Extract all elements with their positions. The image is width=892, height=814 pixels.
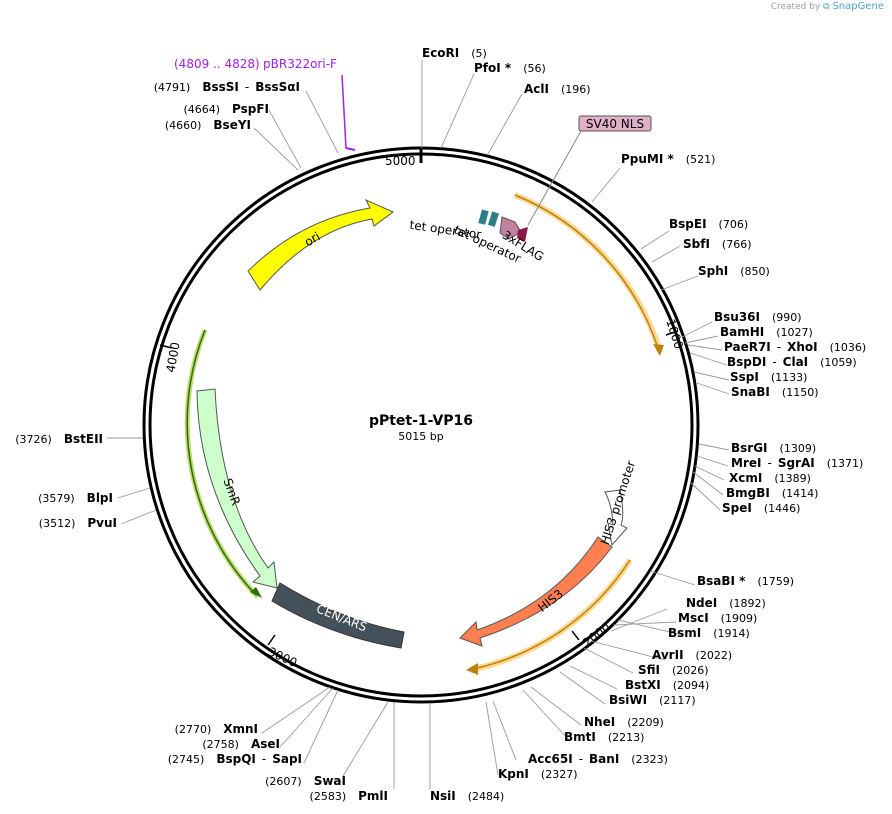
tick-label-4000: 4000	[164, 341, 183, 374]
flag-tag	[517, 227, 528, 242]
site-bspqi: (2745)BspQI-SapI	[168, 752, 302, 766]
site-msci: MscI(1909)	[678, 611, 757, 625]
sv40-nls-box	[578, 115, 652, 132]
site-bsiwi: BsiWI(2117)	[609, 693, 696, 707]
site-bseyi: (4660)BseYI	[165, 118, 251, 132]
tet-operator-block-1	[478, 209, 489, 225]
site-ecori: EcoRI(5)	[422, 46, 487, 60]
site-bspdi: BspDI-ClaI(1059)	[727, 355, 857, 369]
primer-range: (4809 .. 4828)	[174, 57, 260, 71]
his3-promoter-arrow	[604, 489, 628, 547]
site-pfoi: PfoI *(56)	[474, 61, 546, 75]
primer-callout-1	[341, 74, 347, 149]
ori-label: ori	[302, 229, 323, 249]
cen-ars-block	[271, 582, 405, 649]
site-sphi: SphI(850)	[698, 264, 770, 278]
site-sspi: SspI(1133)	[730, 370, 807, 384]
orf-arc-bottom	[469, 558, 633, 673]
site-avrii: AvrII(2022)	[652, 648, 732, 662]
credit-brand: SnapGene	[832, 1, 884, 12]
site-nhei: NheI(2209)	[584, 715, 664, 729]
site-kpni: KpnI(2327)	[498, 767, 577, 781]
sv40-callout-line	[527, 130, 582, 226]
site-acli: AclI(196)	[524, 82, 591, 96]
site-bsu36i: Bsu36I(990)	[714, 310, 802, 324]
site-bsteii: (3726)BstEII	[15, 432, 103, 446]
smr-orf-head	[250, 587, 262, 598]
tick-1000	[665, 330, 679, 336]
smr-orf-arc-line	[186, 329, 257, 596]
orf-arc-bottom-line	[472, 559, 631, 670]
smr-arrow	[196, 388, 278, 589]
tick-label-5000: 5000	[385, 154, 416, 168]
credit: Created by ⧉ SnapGene	[771, 1, 884, 12]
site-bmgbi: BmgBI(1414)	[726, 486, 818, 500]
site-bsmi: BsmI(1914)	[668, 626, 750, 640]
site-callouts	[107, 60, 730, 789]
site-acc65i: Acc65I-BanI(2323)	[528, 752, 668, 766]
site-sfii: SfiI(2026)	[638, 663, 709, 677]
site-bspei: BspEI(706)	[669, 217, 748, 231]
primer-callout-2	[345, 147, 356, 151]
site-pvui: (3512)PvuI	[39, 516, 117, 530]
site-mrei: MreI-SgrAI(1371)	[731, 456, 863, 470]
plasmid-size: 5015 bp	[398, 430, 443, 443]
orf-arc-top-head	[653, 344, 664, 356]
tick-4000	[159, 344, 173, 349]
tick-2000	[571, 630, 580, 641]
site-blpi: (3579)BlpI	[38, 491, 113, 505]
site-snabi: SnaBI(1150)	[731, 385, 818, 399]
site-bstxi: BstXI(2094)	[625, 678, 709, 692]
backbone-outer	[142, 146, 700, 704]
his3-arrow	[459, 536, 613, 647]
site-ppumi: PpuMI *(521)	[621, 152, 715, 166]
sv40-nls-label: SV40 NLS	[586, 117, 644, 131]
site-paer7i: PaeR7I-XhoI(1036)	[724, 340, 866, 354]
site-bmti: BmtI(2213)	[564, 730, 644, 744]
site-pmli: (2583)PmlI	[310, 789, 388, 803]
snapgene-logo-icon: ⧉	[823, 2, 830, 12]
tet-operator-block-2	[487, 211, 499, 227]
site-asei: (2758)AseI	[202, 737, 280, 751]
site-ndei: NdeI(1892)	[686, 596, 766, 610]
site-bamhi: BamHI(1027)	[720, 325, 813, 339]
tick-3000	[267, 634, 276, 646]
orf-arc-top-line	[514, 194, 659, 349]
site-swai: (2607)SwaI	[265, 774, 346, 788]
site-sbfi: SbfI(766)	[683, 237, 752, 251]
tet-promoter-arrow	[499, 216, 522, 240]
ori-arrow	[247, 198, 394, 291]
credit-prefix: Created by	[770, 2, 821, 12]
site-nsii: NsiI(2484)	[430, 789, 504, 803]
orf-arc-bottom-head	[466, 663, 478, 675]
site-xcmi: XcmI(1389)	[729, 471, 811, 485]
primer-name: pBR322ori-F	[263, 57, 337, 71]
site-spei: SpeI(1446)	[722, 501, 800, 515]
site-bsrgi: BsrGI(1309)	[731, 441, 816, 455]
plasmid-name: pPtet-1-VP16	[369, 413, 473, 429]
site-pspfi: (4664)PspFI	[183, 102, 269, 116]
site-xmni: (2770)XmnI	[175, 722, 258, 736]
site-bsabi: BsaBI *(1759)	[697, 574, 794, 588]
site-bsssi: (4791)BssSI-BssSαI	[154, 80, 300, 94]
orf-arc-top	[513, 192, 663, 353]
